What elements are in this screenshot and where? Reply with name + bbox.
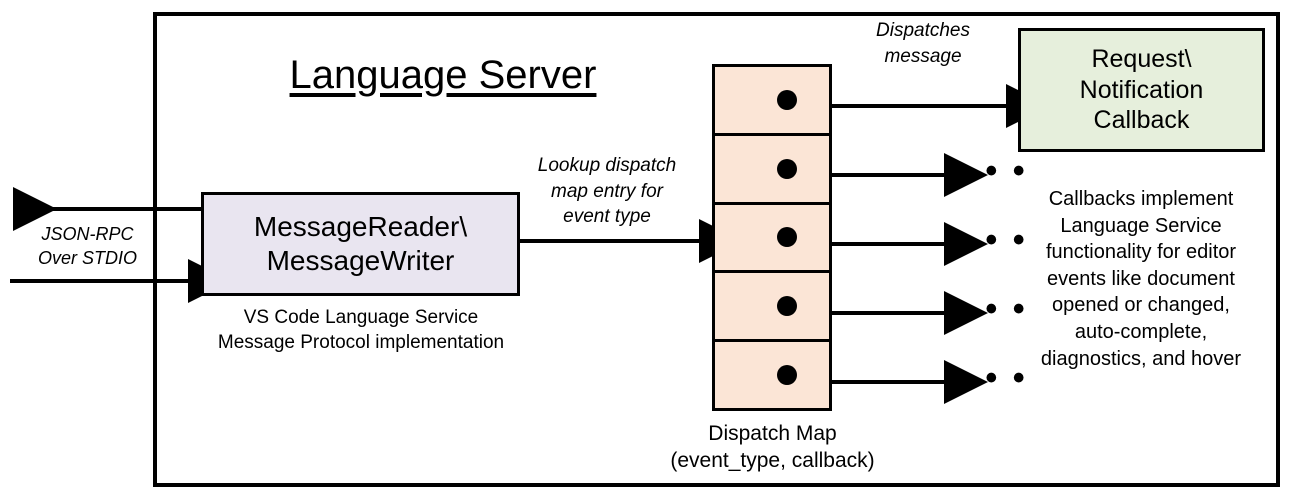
message-reader-writer-label: MessageReader\ MessageWriter bbox=[253, 210, 468, 276]
dispatch-map-row-3[interactable] bbox=[715, 205, 829, 274]
callback-dot-icon bbox=[777, 158, 797, 179]
dispatch-map-caption: Dispatch Map (event_type, callback) bbox=[670, 422, 875, 473]
dispatches-message-label: Dispatches message bbox=[876, 20, 970, 67]
callback-dot-icon bbox=[777, 227, 797, 248]
page-title: Language Server bbox=[289, 53, 597, 97]
request-notification-callback-box[interactable]: Request\ Notification Callback bbox=[1018, 28, 1265, 152]
ellipsis-row-3: • • • bbox=[958, 220, 1028, 259]
ellipsis-row-2: • • • bbox=[958, 151, 1028, 190]
callback-dot-icon bbox=[777, 89, 797, 110]
ellipsis-row-5: • • • bbox=[958, 358, 1028, 397]
message-reader-writer-caption: VS Code Language Service Message Protoco… bbox=[217, 307, 505, 353]
callback-description: Callbacks implement Language Service fun… bbox=[1040, 188, 1242, 370]
callback-dot-icon bbox=[777, 365, 797, 386]
lookup-dispatch-label: Lookup dispatch map entry for event type bbox=[537, 155, 677, 228]
message-reader-writer-box[interactable]: MessageReader\ MessageWriter bbox=[201, 192, 520, 296]
request-notification-callback-label: Request\ Notification Callback bbox=[1079, 45, 1204, 135]
dispatch-map-row-1[interactable] bbox=[715, 67, 829, 136]
callback-dot-icon bbox=[777, 296, 797, 317]
dispatch-map-table[interactable] bbox=[712, 64, 832, 411]
language-server-container bbox=[153, 12, 1280, 487]
ellipsis-row-4: • • • bbox=[958, 289, 1028, 328]
dispatch-map-row-4[interactable] bbox=[715, 273, 829, 343]
dispatch-map-row-5[interactable] bbox=[715, 342, 829, 408]
dispatch-map-row-2[interactable] bbox=[715, 136, 829, 205]
jsonrpc-transport-label: JSON-RPC Over STDIO bbox=[37, 224, 137, 269]
